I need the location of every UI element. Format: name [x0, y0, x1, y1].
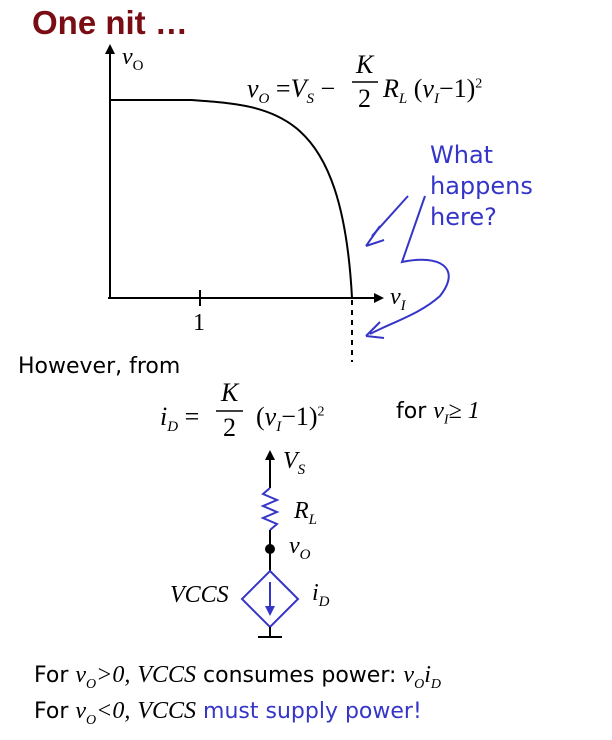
x-axis-arrowhead [374, 293, 384, 303]
output-node-dot [265, 544, 275, 554]
y-axis-arrowhead [105, 44, 115, 54]
however-text: However, from [18, 354, 181, 379]
must-supply-power-text: must supply power! [203, 699, 422, 724]
id-eq-frac-num: K [221, 378, 239, 407]
resistor-label: RL [294, 498, 318, 528]
slide-title: One nit … [32, 4, 188, 41]
power-statement-positive: For vO>0, VCCS consumes power: vOiD [34, 662, 441, 692]
for-condition: for vI≥ 1 [396, 398, 480, 428]
annotation-pointer [365, 195, 450, 339]
node-label: vO [289, 533, 311, 563]
x-axis-label: vI [390, 284, 406, 314]
curve-equation: vO =VS − [247, 74, 336, 108]
id-equation: iD = [160, 402, 200, 436]
y-axis-label: vO [122, 44, 144, 74]
curve-equation-rest: RL (vIvI−1)2 [383, 74, 483, 108]
x-tick-label: 1 [193, 310, 205, 336]
curve-eq-frac-den: 2 [358, 84, 371, 113]
annotation-what-happens-here: What happens here? [430, 141, 533, 231]
resistor-rl [260, 487, 280, 531]
vccs-arrowhead [265, 606, 275, 616]
supply-label: VS [283, 448, 306, 478]
current-label: iD [312, 580, 330, 610]
id-eq-frac-den: 2 [223, 413, 236, 442]
vo-curve [110, 99, 353, 299]
vccs-label: VCCS [170, 582, 229, 608]
supply-arrowhead [265, 450, 275, 460]
circuit-schematic [240, 450, 300, 638]
curve-eq-frac-num: K [356, 50, 374, 79]
id-equation-rest: (vI−1)2 [256, 402, 325, 436]
power-statement-negative: For vO<0, VCCS must supply power! [34, 698, 422, 728]
